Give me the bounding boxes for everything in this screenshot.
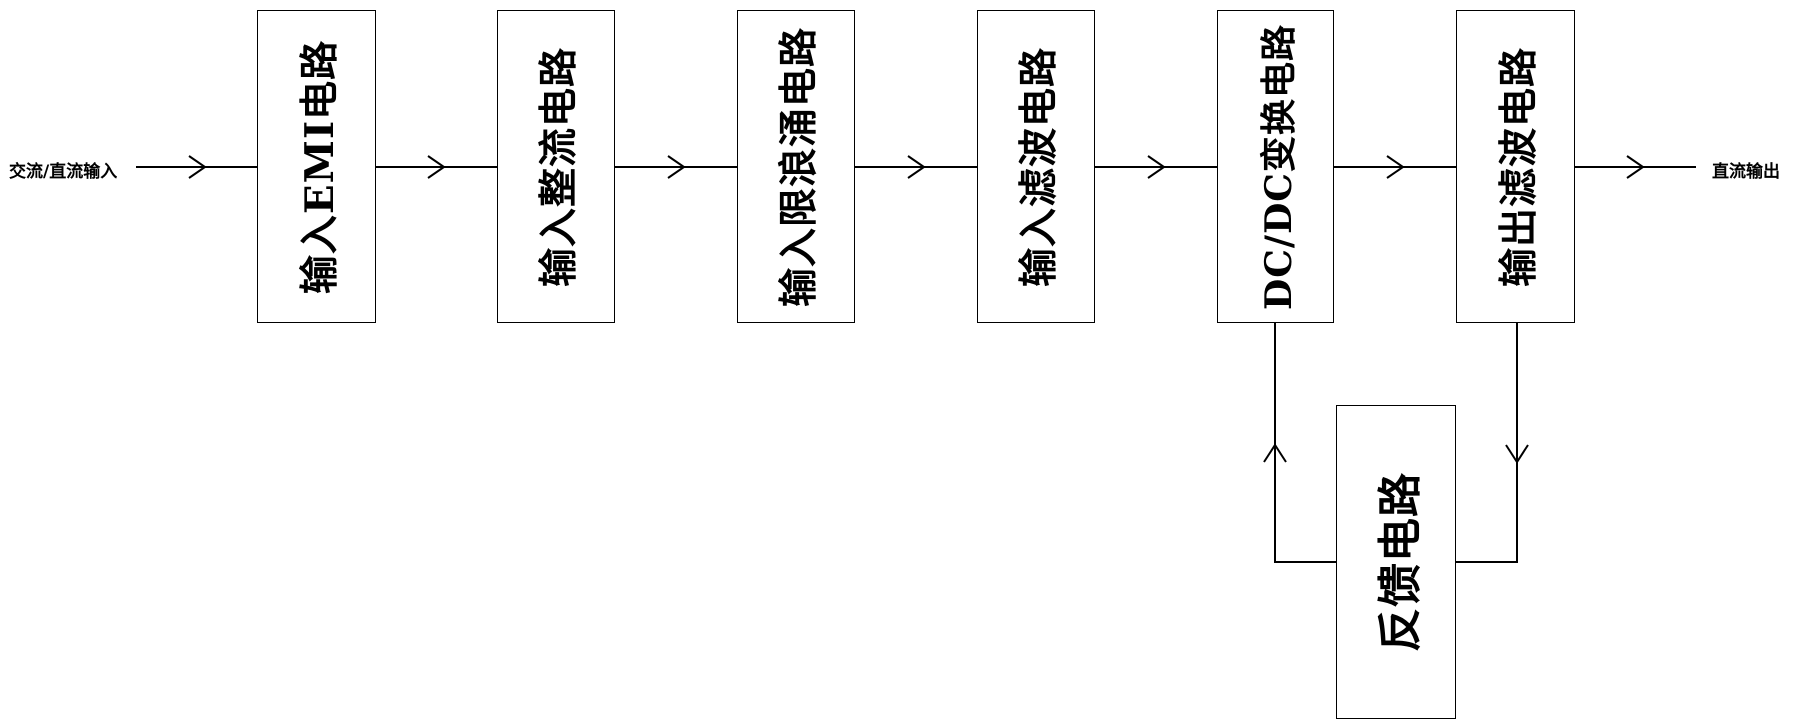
wire-outfilter-to-feedback: [1456, 323, 1517, 562]
rectifier-circuit-label: 输入整流电路: [528, 46, 584, 286]
output-filter-circuit-block: 输出滤波电路: [1456, 10, 1575, 323]
inrush-limit-circuit-block: 输入限浪涌电路: [737, 10, 855, 323]
input-filter-circuit-block: 输入滤波电路: [977, 10, 1095, 323]
emi-circuit-block: 输入EMI电路: [257, 10, 376, 323]
inrush-limit-circuit-label: 输入限浪涌电路: [768, 26, 824, 306]
feedback-circuit-label: 反馈电路: [1364, 472, 1428, 652]
input-filter-circuit-label: 输入滤波电路: [1008, 46, 1064, 286]
wire-feedback-to-dcdc: [1275, 323, 1336, 562]
dcdc-converter-label: DC/DC变换电路: [1250, 24, 1302, 310]
rectifier-circuit-block: 输入整流电路: [497, 10, 615, 323]
feedback-circuit-block: 反馈电路: [1336, 405, 1456, 719]
input-label: 交流/直流输入: [9, 157, 117, 182]
emi-circuit-label: 输入EMI电路: [289, 39, 345, 293]
output-label: 直流输出: [1712, 157, 1780, 182]
output-filter-circuit-label: 输出滤波电路: [1488, 46, 1544, 286]
dcdc-converter-block: DC/DC变换电路: [1217, 10, 1334, 323]
